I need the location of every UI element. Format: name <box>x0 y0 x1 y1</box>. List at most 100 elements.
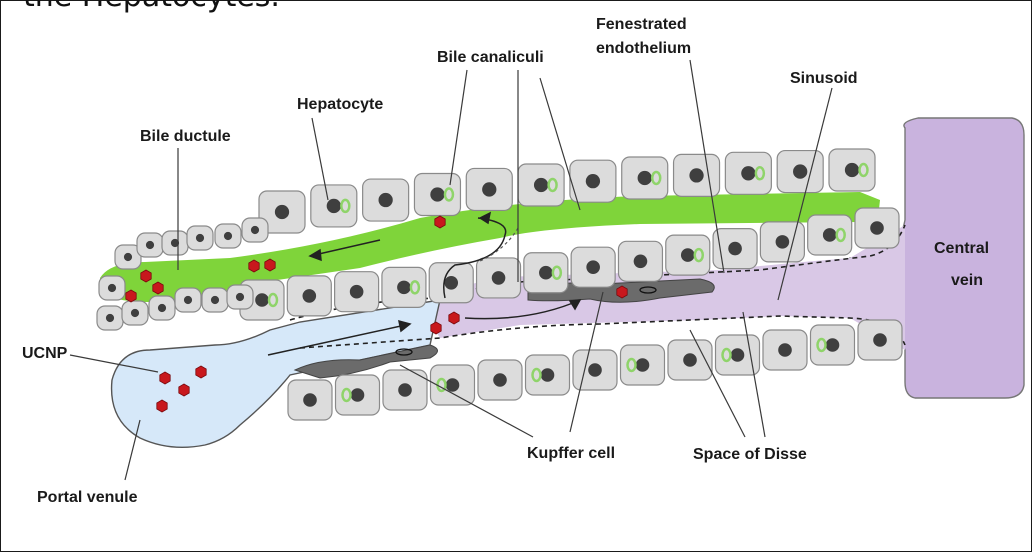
hepatocyte-nucleus <box>210 295 220 305</box>
hepatocyte-nucleus <box>145 240 155 250</box>
ucnp-particle <box>140 269 152 283</box>
ucnp-particle <box>616 285 628 299</box>
hepatocyte-nucleus <box>873 333 887 347</box>
hepatocyte-nucleus <box>728 241 742 256</box>
bile-canaliculus <box>341 387 352 403</box>
endothelium-upper <box>289 224 906 321</box>
label-fenestrated-line1: Fenestrated <box>596 16 687 33</box>
ucnp-particle <box>430 321 442 335</box>
ucnp-particle <box>178 383 190 397</box>
bile-canaliculus <box>340 198 351 214</box>
hepatocyte-nucleus <box>326 198 341 214</box>
hepatocyte-nucleus <box>778 343 792 357</box>
hepatocyte-nucleus <box>195 233 205 243</box>
hepatocyte-nucleus <box>844 162 860 178</box>
label-central-vein-line2: vein <box>951 272 983 289</box>
hepatocyte-nucleus <box>585 174 601 189</box>
leader-lines <box>69 59 833 481</box>
hepatocyte-nucleus <box>793 164 808 179</box>
portal-venule <box>110 299 441 449</box>
hepatocyte-nucleus <box>870 221 884 235</box>
hepatocyte-nucleus <box>398 383 412 397</box>
hepatocyte-nucleus <box>303 393 317 407</box>
label-space-of-disse: Space of Disse <box>693 446 807 463</box>
bile-canaliculus <box>626 357 637 373</box>
hepatocyte-nucleus <box>397 280 411 295</box>
hepatocyte-nucleus <box>349 284 364 299</box>
ucnp-particles <box>125 215 628 413</box>
hepatocyte-nucleus <box>825 338 840 352</box>
bile-canaliculus <box>650 170 662 186</box>
kupffer-cell-lower <box>293 344 438 379</box>
ucnp-particle <box>248 259 260 273</box>
bile-canaliculus <box>816 337 827 353</box>
bile-canaliculus <box>721 347 732 363</box>
flow-arrows <box>267 211 582 356</box>
ucnp-particle <box>159 371 171 385</box>
hepatocyte-nucleus <box>741 166 756 181</box>
label-bile-canaliculi: Bile canaliculi <box>437 49 544 66</box>
hepatocyte-nucleus <box>822 228 837 242</box>
hepatocyte-nucleus <box>588 363 602 377</box>
hepatocyte-nucleus <box>635 358 650 372</box>
hepatocyte-nucleus <box>637 170 652 186</box>
ucnp-particle <box>156 399 168 413</box>
hepatocyte-nucleus <box>274 204 290 220</box>
label-bile-ductule: Bile ductule <box>140 128 231 145</box>
hepatocyte-nucleus <box>775 235 790 249</box>
hepatocyte-nucleus <box>445 378 460 392</box>
hepatocyte-nucleus <box>444 275 459 290</box>
label-sinusoid: Sinusoid <box>790 70 858 87</box>
hepatocyte-nucleus <box>302 289 317 303</box>
ucnp-particle <box>195 365 207 379</box>
hepatocyte-nucleus <box>235 292 245 302</box>
label-kupffer-cell: Kupffer cell <box>527 445 615 462</box>
label-fenestrated-line2: endothelium <box>596 40 691 57</box>
hepatocyte-row-bottom <box>287 319 903 421</box>
ucnp-particle <box>434 215 446 229</box>
hepatocyte-nucleus <box>378 192 393 208</box>
bile-canaliculus <box>835 227 846 243</box>
label-central-vein-line1: Central <box>934 240 989 257</box>
hepatocyte-nucleus <box>540 368 555 382</box>
bile-canaliculus <box>409 280 421 295</box>
bile-canaliculus <box>547 177 558 193</box>
label-ucnp: UCNP <box>22 345 68 362</box>
hepatocyte-nucleus <box>683 353 697 367</box>
bile-canaliculus <box>754 166 766 181</box>
hepatocyte-nucleus <box>633 254 648 269</box>
bile-canaliculus <box>693 247 705 263</box>
ucnp-particle <box>448 311 460 325</box>
hepatocyte-nucleus <box>255 293 269 307</box>
hepatocyte-nucleus <box>533 177 549 193</box>
canaliculus-dashed-path <box>477 227 519 263</box>
hepatocyte-row-top <box>258 148 876 234</box>
hepatocyte-nucleus <box>157 303 167 313</box>
ucnp-particle <box>125 289 137 303</box>
hepatocyte-nucleus <box>170 238 180 248</box>
endothelium-lower <box>299 315 906 349</box>
hepatocyte-nucleus <box>123 252 133 262</box>
hepatocyte-nucleus <box>250 225 260 235</box>
bile-canaliculus <box>531 367 542 383</box>
kupffer-nucleus <box>639 286 657 294</box>
hepatocyte-nucleus <box>105 313 115 323</box>
hepatocyte-nucleus <box>539 265 553 280</box>
hepatocyte-nucleus <box>730 348 745 362</box>
bile-canaliculus <box>858 162 869 178</box>
label-portal-venule: Portal venule <box>37 489 138 506</box>
hepatocyte-nucleus <box>680 248 695 262</box>
hepatocyte-nucleus <box>482 182 497 197</box>
hepatocyte-nucleus <box>689 168 704 183</box>
hepatocyte-nucleus <box>491 271 506 285</box>
hepatocyte-nucleus <box>183 295 193 305</box>
ucnp-particle <box>152 281 164 295</box>
bile-channel <box>100 192 880 302</box>
hepatocyte-nucleus <box>430 187 445 202</box>
bile-canaliculus <box>267 292 279 308</box>
hepatocyte-nucleus <box>586 260 600 274</box>
hepatocyte-nucleus <box>107 283 117 293</box>
hepatocyte-cluster-ductule <box>96 217 269 331</box>
ucnp-particle <box>264 258 276 272</box>
